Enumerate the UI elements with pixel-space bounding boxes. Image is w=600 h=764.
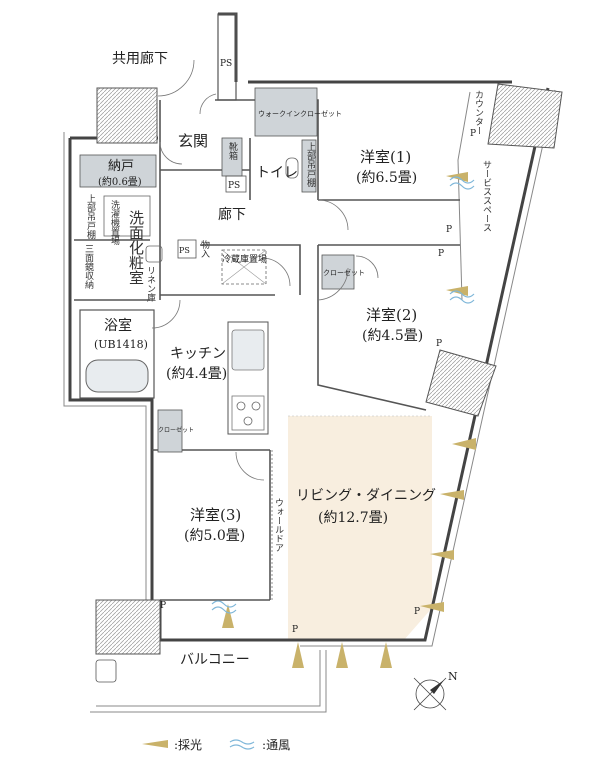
kitchen-stove	[231, 395, 265, 431]
wind-indicators	[211, 176, 475, 614]
label-washer: 洗濯機置場	[109, 199, 120, 246]
column-upper-left	[96, 87, 158, 144]
burner	[236, 401, 246, 411]
label-linen: リネン庫	[145, 266, 156, 303]
label-storage: 納戸	[108, 159, 134, 174]
label-room2: 洋室(2)	[366, 306, 417, 324]
wind-wave-icon	[229, 739, 255, 750]
closet-room2-box	[321, 254, 355, 290]
legend-light: :採光	[140, 736, 202, 753]
label-p-4: P	[436, 339, 442, 349]
light-wedge-icon	[142, 740, 168, 748]
label-p-3: P	[438, 249, 444, 259]
label-room1-area: (約6.5畳)	[356, 170, 417, 186]
label-wall-door: ウォールドア	[273, 498, 284, 552]
compass: N	[413, 670, 458, 711]
legend: :採光 :通風	[140, 732, 316, 756]
toilet-fixture	[285, 157, 299, 179]
label-shoe-box: 靴箱	[227, 141, 238, 161]
washbasin	[145, 245, 163, 263]
door-swings	[151, 59, 379, 481]
label-counter: カウンター	[473, 90, 484, 135]
label-upper-cabinet-wash: 上部吊戸棚	[85, 194, 96, 240]
label-p-2: P	[446, 225, 452, 235]
label-fridge: 冷蔵庫置場	[222, 253, 267, 265]
label-kitchen-area: (約4.4畳)	[166, 366, 227, 382]
legend-light-label: :採光	[174, 737, 203, 752]
burner	[243, 416, 253, 426]
column-lower-left	[95, 599, 161, 655]
label-walk-in-closet: ウォークインクローゼット	[258, 109, 342, 118]
kitchen-counter	[227, 321, 269, 435]
label-ldk-area: (約12.7畳)	[318, 510, 388, 526]
label-bath: 浴室	[104, 317, 132, 334]
column-upper-right	[487, 83, 563, 149]
label-ps-toilet: PS	[228, 181, 240, 191]
storage-fill	[79, 154, 157, 188]
kitchen-sink	[231, 329, 265, 371]
label-p-7: P	[292, 625, 298, 635]
label-closet-room3: クローゼット	[158, 426, 194, 434]
label-kitchen: キッチン	[170, 346, 226, 362]
label-ps-top: PS	[220, 59, 232, 69]
label-service-space: サービススペース	[481, 160, 492, 232]
label-washroom: 洗面化粧室	[127, 210, 145, 285]
label-bath-unit: (UB1418)	[94, 338, 148, 351]
label-entrance: 玄関	[178, 132, 208, 150]
label-upper-cabinet-toilet: 上部吊戸棚	[305, 142, 316, 188]
label-ldk: リビング・ダイニング	[296, 488, 436, 504]
balcony-fixture	[95, 659, 117, 683]
ldk-floor	[288, 416, 432, 640]
wic-fill	[254, 87, 318, 137]
label-hallway: 廊下	[218, 206, 246, 223]
legend-wind: :通風	[228, 736, 290, 753]
label-storage-area: (約0.6畳)	[98, 175, 142, 188]
label-closet-room2: クローゼット	[323, 268, 365, 277]
toilet-cabinet	[301, 139, 317, 193]
bath-room	[79, 309, 155, 399]
label-toilet: トイレ	[256, 165, 298, 181]
bathtub	[85, 359, 149, 393]
washer-box	[103, 195, 151, 237]
fridge-box	[221, 249, 267, 285]
ps-box-toilet	[225, 175, 247, 193]
compass-label: N	[448, 670, 458, 683]
ps-top	[217, 13, 237, 101]
label-room3: 洋室(3)	[190, 506, 241, 524]
exterior-walls-inner	[63, 89, 556, 713]
burner	[251, 401, 261, 411]
label-p-1: P	[470, 129, 476, 139]
label-corridor-common: 共用廊下	[112, 50, 168, 67]
label-room3-area: (約5.0畳)	[184, 528, 245, 544]
label-ps-mid: PS	[179, 246, 190, 255]
ps-box-mid	[177, 239, 197, 259]
label-p-5: P	[160, 601, 166, 611]
interior-walls	[74, 99, 460, 601]
label-mono-ire: 物入	[199, 239, 210, 258]
column-middle-right	[425, 349, 497, 417]
fridge-cross	[221, 249, 267, 285]
closet-room3-box	[157, 409, 183, 453]
label-mirror-storage: 三面鏡収納	[83, 244, 94, 290]
label-room2-area: (約4.5畳)	[362, 328, 423, 344]
label-balcony: バルコニー	[180, 652, 250, 668]
label-p-6: P	[414, 607, 420, 617]
label-room1: 洋室(1)	[360, 148, 411, 166]
legend-wind-label: :通風	[262, 737, 291, 752]
